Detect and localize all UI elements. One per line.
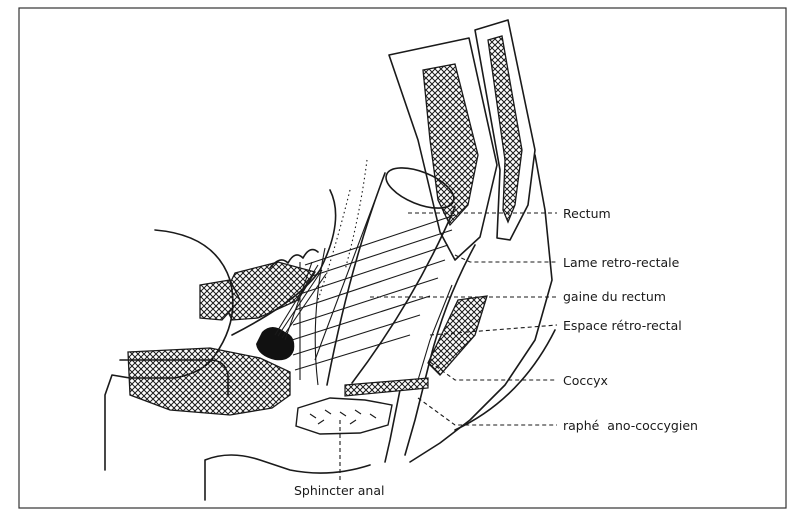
label-raphe-ano-coccygien: raphé ano-coccygien (563, 418, 698, 433)
dotted-fascia-1 (318, 190, 350, 300)
label-lame-retro-rectale: Lame retro-rectale (563, 255, 680, 270)
black-node (256, 327, 294, 360)
label-gaine-du-rectum: gaine du rectum (563, 289, 666, 304)
dotted-fascia-2 (345, 160, 367, 270)
label-sphincter-anal: Sphincter anal (294, 483, 384, 498)
sacrum-vertebral-column (389, 20, 535, 260)
label-coccyx: Coccyx (563, 373, 608, 388)
label-espace-retro-rectal: Espace rétro-rectal (563, 318, 682, 333)
raphe-ano-coccygien-band (345, 378, 428, 396)
label-rectum: Rectum (563, 206, 611, 221)
bladder-base (128, 348, 290, 415)
anal-canal-wall (385, 390, 400, 462)
sphincter-anal-mass (296, 398, 392, 434)
